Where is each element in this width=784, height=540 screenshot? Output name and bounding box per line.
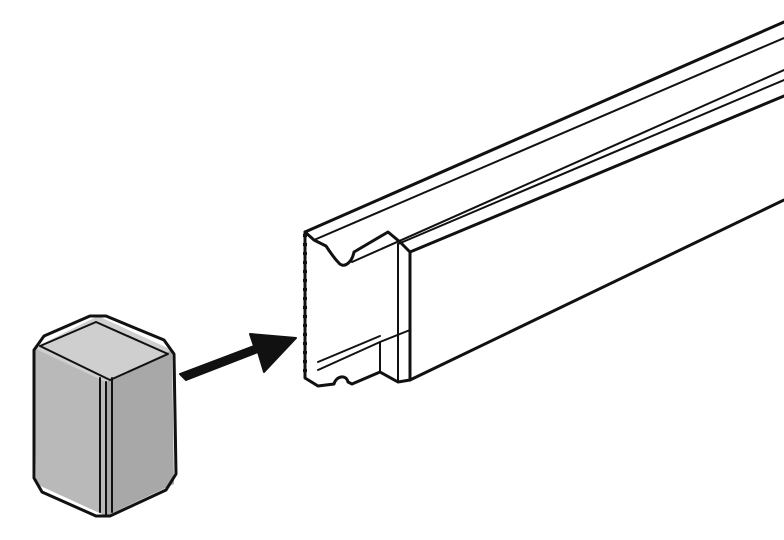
trunking-inner-floor-line-2 — [317, 335, 381, 363]
end-cap-left-face — [34, 348, 106, 516]
trunking-end-profile — [303, 230, 412, 388]
insert-direction-arrow — [179, 333, 297, 381]
end-cap-top-bevel — [39, 321, 169, 381]
trunking-front-top-edge — [408, 94, 784, 254]
end-cap-icon — [32, 314, 178, 518]
trunking-front-face — [410, 96, 784, 380]
trunking-lid-groove-line-2 — [397, 79, 784, 245]
trunking-lid-rim-line — [313, 37, 784, 241]
trunking-inner-floor-line — [317, 329, 411, 371]
cable-trunking-icon — [303, 20, 784, 388]
end-cap-outline — [32, 314, 178, 518]
arrow-right-icon — [179, 333, 297, 381]
end-cap-top-face — [34, 316, 172, 382]
trunking-lid-groove-line — [351, 69, 784, 263]
trunking-top-back-edge — [303, 20, 784, 234]
trunking-top-surface — [305, 22, 784, 266]
end-cap-right-face — [106, 350, 174, 516]
trunking-bottom-edge — [408, 198, 784, 382]
